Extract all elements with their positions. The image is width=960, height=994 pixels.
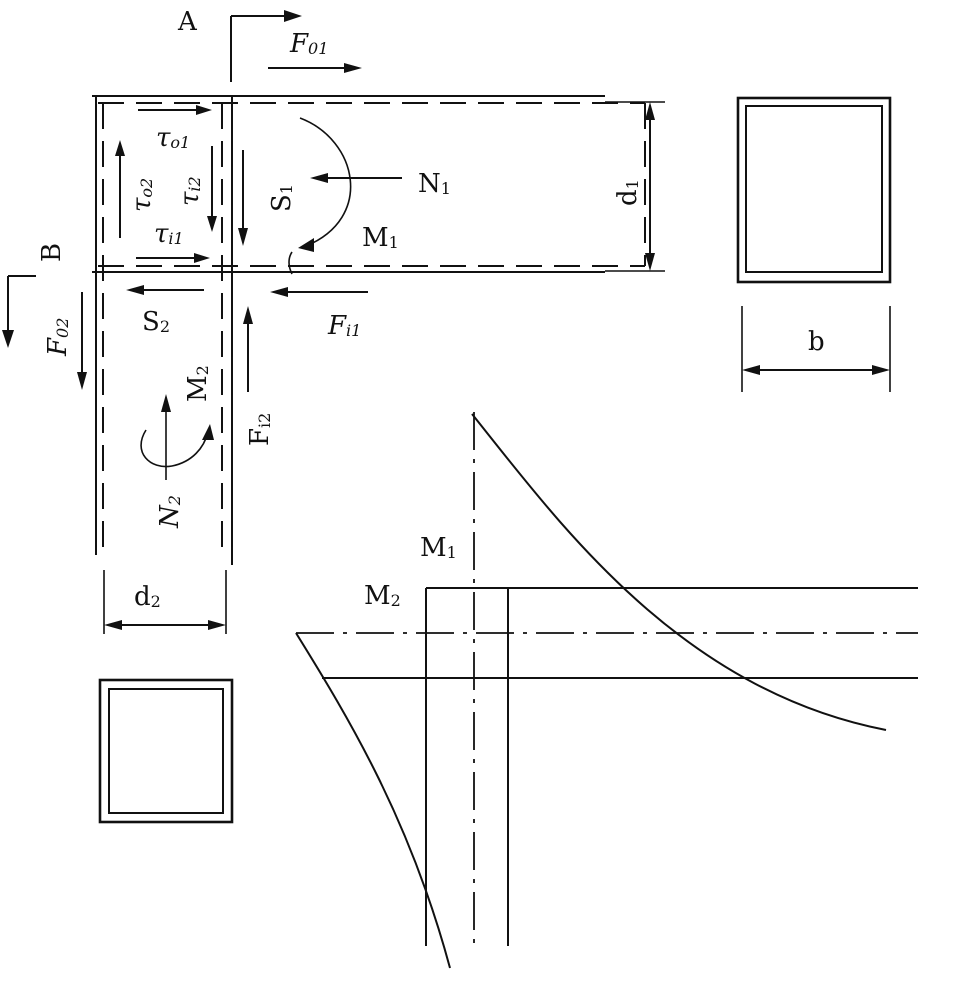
label-section-a: A [177,7,198,37]
cross-section-column [98,678,234,824]
label-m1-sub: 1 [389,233,399,252]
svg-text:S1: S1 [267,184,297,212]
force-f-o2: F02 [43,292,87,390]
label-tau-i1-sub: i1 [168,229,183,248]
svg-text:M1: M1 [362,223,399,253]
force-f-i1: Fi1 [270,287,368,341]
label-f-o2: F [43,337,73,357]
force-f-i2: Fi2 [243,306,275,446]
label-tau-i2: τ [175,191,205,206]
svg-text:S2: S2 [142,307,170,337]
label-tau-o1-sub: o1 [170,133,190,152]
label-f-i1: F [327,311,347,341]
label-f-o1: F [289,29,309,59]
label-tau-o2-sub: o2 [137,178,156,198]
dimension-d1: d1 [605,101,665,272]
cross-section-beam [736,96,892,284]
label-f-i2: F [245,428,275,446]
svg-text:d2: d2 [134,582,161,612]
label-d1-sub: 1 [623,179,642,189]
label-d1: d [613,189,643,206]
svg-text:M1: M1 [420,533,457,563]
label-graph-m2: M [364,581,391,611]
label-tau-i1: τ [154,219,169,249]
label-n1: N [418,169,441,199]
dimension-d2: d2 [103,570,227,634]
label-s1-sub: 1 [277,184,296,194]
svg-text:Fi2: Fi2 [245,413,275,446]
stress-tau-i1: τi1 [136,219,210,263]
dimension-b: b [741,306,891,392]
section-cut-b: B [2,243,67,348]
svg-text:τo1: τo1 [156,123,190,153]
svg-text:F01: F01 [289,29,328,59]
vertical-member [95,96,233,565]
label-n2-sub: 2 [165,495,184,506]
moment-graph: M1 M2 [295,412,918,969]
label-m2: M [183,375,213,402]
label-tau-o2: τ [127,197,157,212]
label-d2: d [134,582,151,612]
svg-text:M2: M2 [364,581,401,611]
svg-text:d1: d1 [613,179,643,206]
label-n1-sub: 1 [441,179,451,198]
label-b: b [808,327,825,357]
label-d2-sub: 2 [151,592,161,611]
label-s2: S [142,307,160,337]
label-s2-sub: 2 [160,317,170,336]
svg-text:τi1: τi1 [154,219,184,249]
horizontal-member [92,95,646,273]
force-f-o1: F01 [268,29,362,73]
svg-text:N2: N2 [155,495,185,529]
shear-s1: S1 [238,150,297,246]
svg-text:τi2: τi2 [175,176,205,206]
label-f-i2-sub: i2 [255,413,274,428]
shear-s2: S2 [126,285,204,337]
label-section-b: B [37,243,67,262]
svg-text:τo2: τo2 [127,178,157,212]
stress-tau-o2: τo2 [115,140,157,238]
label-f-i1-sub: i1 [346,321,361,340]
section-cut-a: A [177,7,302,82]
svg-text:Fi1: Fi1 [327,311,361,341]
label-graph-m2-sub: 2 [391,591,401,610]
label-graph-m1-sub: 1 [447,543,457,562]
label-m1: M [362,223,389,253]
moment-m1: M1 [288,117,399,275]
label-n2: N [155,504,185,529]
svg-text:M2: M2 [183,365,213,402]
label-f-o1-sub: 01 [308,39,328,58]
svg-text:F02: F02 [43,318,73,357]
stress-tau-o1: τo1 [138,105,212,153]
moment-m2: M2 N2 [140,365,214,529]
label-tau-i2-sub: i2 [185,176,204,191]
label-s1: S [267,194,297,212]
label-f-o2-sub: 02 [53,318,72,338]
label-tau-o1: τ [156,123,171,153]
svg-text:N1: N1 [418,169,451,199]
label-m2-sub: 2 [193,365,212,375]
stress-tau-i2: τi2 [175,146,217,232]
label-graph-m1: M [420,533,447,563]
normal-n1: N1 [310,169,451,199]
